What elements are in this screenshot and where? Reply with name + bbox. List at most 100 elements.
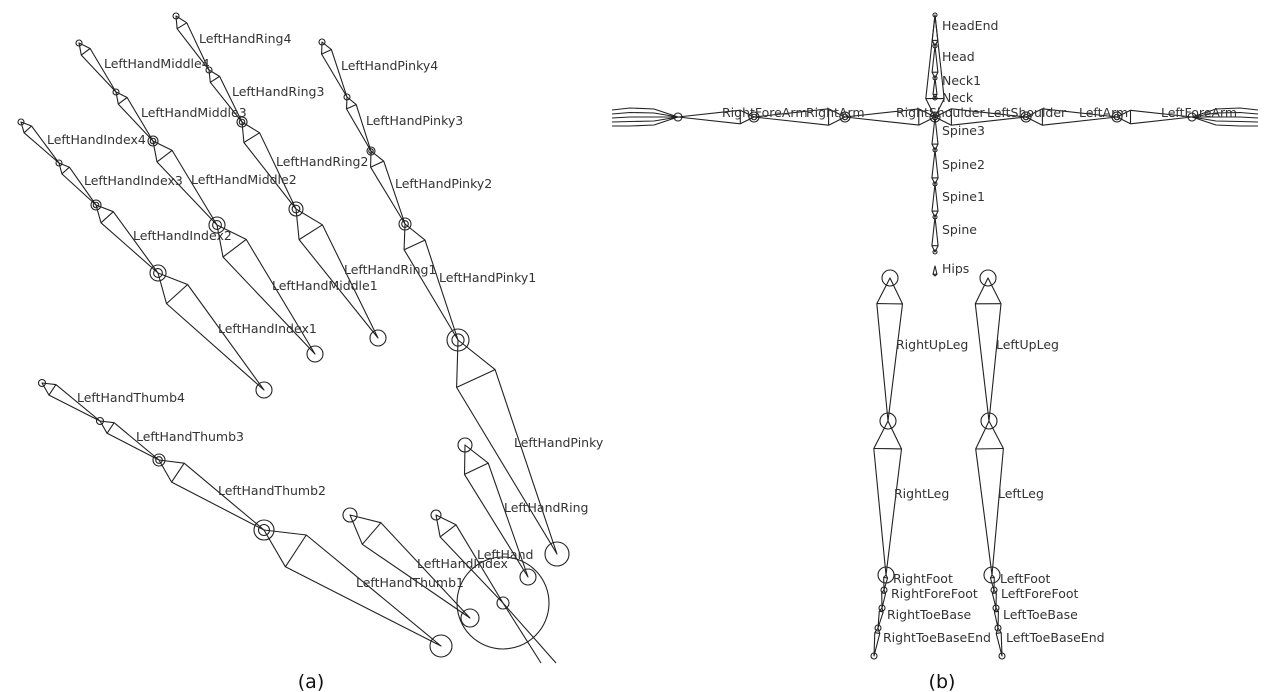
joint-a-23 — [398, 217, 412, 231]
label-left-hand-ring2: LeftHandRing2 — [276, 154, 368, 169]
body-skeleton-panel: HeadEndHeadNeck1NeckRightShoulderSpine3S… — [611, 12, 1259, 660]
bone-left-foot-rib — [990, 576, 995, 579]
label-left-hand-index4: LeftHandIndex4 — [47, 132, 146, 147]
label-spine: Spine — [942, 222, 977, 237]
bone-left-toe-base-end-rib — [996, 632, 1002, 634]
label-left-hand-pinky3: LeftHandPinky3 — [366, 113, 463, 128]
bone-right-foot-rib — [883, 576, 888, 579]
mini-hand-left-finger-1 — [1191, 111, 1259, 118]
label-head-end: HeadEnd — [942, 18, 998, 33]
label-head: Head — [942, 49, 975, 64]
bone-left-hand-middle1-rib — [222, 238, 247, 258]
label-left-hand: LeftHand — [477, 547, 533, 562]
hand-skeleton-panel: LeftHandThumb4LeftHandThumb3LeftHandThum… — [17, 12, 604, 664]
joint-a-18-inner — [291, 204, 301, 214]
joint-a-13 — [208, 216, 226, 234]
joint-b-9-inner — [841, 113, 849, 121]
mini-hand-right-finger-2 — [611, 116, 678, 119]
label-left-hand-middle4: LeftHandMiddle4 — [104, 56, 210, 71]
joint-a-5 — [17, 118, 25, 126]
joint-a-9 — [255, 381, 273, 399]
joint-a-18 — [288, 201, 304, 217]
bone-left-hand-ring-rib — [464, 462, 489, 475]
bone-right-toe-base-end — [873, 627, 881, 657]
joint-a-23-inner — [401, 220, 409, 228]
joint-a-4 — [429, 634, 453, 658]
bone-left-hand-pinky1-rib — [403, 239, 426, 251]
bone-left-hand-index-rib — [439, 524, 457, 538]
joint-a-32 — [456, 556, 550, 650]
label-left-hand-thumb4: LeftHandThumb4 — [77, 390, 185, 405]
joint-b-10-inner — [750, 113, 758, 121]
label-left-fore-arm: LeftForeArm — [1161, 105, 1237, 120]
bone-left-hand-thumb1-rib — [284, 534, 307, 568]
label-neck: Neck — [942, 90, 974, 105]
joint-b-1 — [932, 43, 938, 49]
label-left-leg: LeftLeg — [998, 486, 1044, 501]
mini-hand-right-finger-1 — [611, 111, 679, 118]
label-spine1: Spine1 — [942, 189, 985, 204]
joint-b-6 — [932, 181, 938, 187]
bone-right-toe-base-end-rib — [874, 632, 880, 634]
joint-a-22-inner — [368, 148, 374, 154]
label-left-shoulder: LeftShoulder — [987, 105, 1067, 120]
joint-a-17 — [236, 116, 248, 128]
joint-b-28 — [998, 652, 1006, 660]
label-left-hand-thumb2: LeftHandThumb2 — [218, 483, 326, 498]
bone-left-hand-ring1-rib — [298, 224, 323, 241]
joint-a-2-inner — [155, 456, 163, 464]
bone-left-hand-rib — [361, 522, 382, 545]
joint-b-14 — [1187, 112, 1197, 122]
joint-b-17 — [877, 566, 895, 584]
label-right-shoulder: RightShoulder — [896, 105, 985, 120]
joint-a-12-inner — [149, 137, 157, 145]
joint-a-2 — [152, 453, 166, 467]
label-left-toe-base-end: LeftToeBaseEnd — [1006, 630, 1105, 645]
joint-a-27 — [519, 568, 537, 586]
bone-left-hand-pinky2-rib — [370, 160, 384, 168]
joint-b-3 — [932, 95, 938, 101]
bone-left-hand-thumb3-rib — [106, 422, 115, 434]
label-left-hand-index1: LeftHandIndex1 — [218, 321, 317, 336]
joint-b-4 — [929, 111, 941, 123]
bone-left-hand — [349, 514, 471, 619]
bone-spine1 — [931, 183, 939, 218]
bone-left-hand-index3-rib — [61, 166, 70, 175]
mini-hand-left-finger-3 — [1191, 116, 1259, 123]
bone-left-hand-pinky3-rib — [346, 104, 357, 110]
joint-a-19 — [369, 329, 387, 347]
joint-b-26 — [992, 604, 1000, 612]
joint-a-28 — [430, 509, 442, 521]
label-left-hand-index: LeftHandIndex — [417, 556, 508, 571]
joint-a-8 — [149, 264, 167, 282]
bone-left-hand-ring3-rib — [210, 75, 220, 83]
mini-hand-left-finger-0 — [1191, 107, 1259, 118]
label-left-up-leg: LeftUpLeg — [996, 337, 1059, 352]
label-right-foot: RightFoot — [893, 571, 953, 586]
mini-hand-left-finger-2 — [1192, 116, 1259, 119]
joint-b-21 — [870, 652, 878, 660]
joint-a-6 — [55, 159, 63, 167]
label-right-leg: RightLeg — [894, 486, 949, 501]
joint-a-24-inner — [451, 333, 465, 347]
bone-left-hand-thumb1 — [263, 529, 442, 647]
label-left-hand-ring: LeftHandRing — [504, 500, 588, 515]
joint-a-0 — [37, 378, 47, 388]
mini-hand-left-finger-4 — [1191, 116, 1258, 127]
bone-left-hand-ring4-rib — [176, 22, 188, 30]
bone-right-toe-base-rib — [879, 610, 884, 613]
label-spine2: Spine2 — [942, 157, 985, 172]
joint-b-27 — [994, 624, 1002, 632]
label-left-hand-thumb1: LeftHandThumb1 — [356, 575, 464, 590]
joint-b-13 — [1111, 111, 1123, 123]
joint-b-11 — [673, 112, 683, 122]
label-left-hand-ring3: LeftHandRing3 — [232, 84, 324, 99]
joint-a-11 — [112, 88, 120, 96]
joint-b-25 — [990, 586, 998, 594]
label-right-fore-arm: RightForeArm — [722, 105, 808, 120]
bone-left-leg-rib — [975, 447, 1004, 450]
joint-a-24 — [446, 328, 470, 352]
label-right-up-leg: RightUpLeg — [896, 337, 968, 352]
bone-neck — [932, 77, 938, 99]
joint-a-7-inner — [92, 201, 100, 209]
